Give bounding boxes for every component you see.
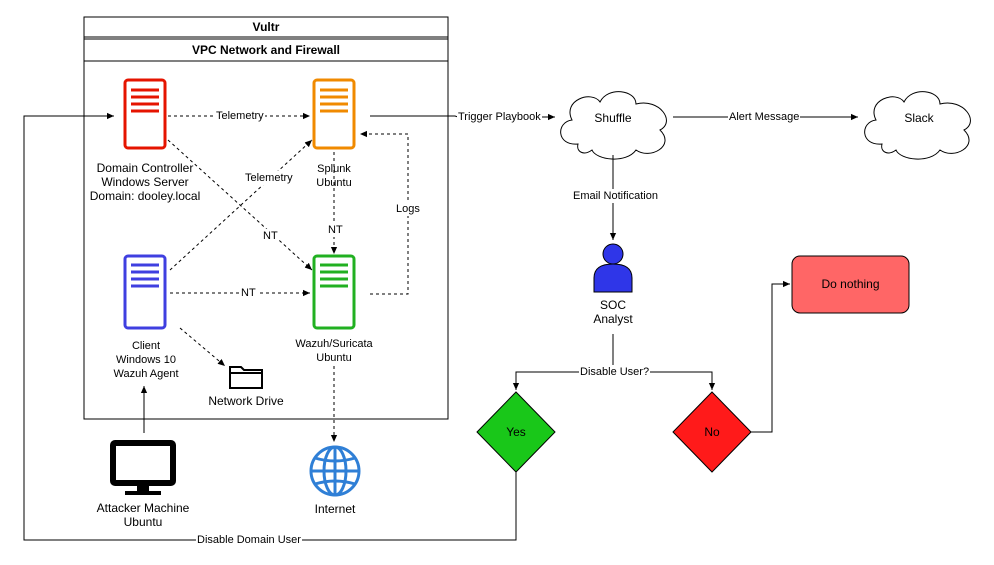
slack-label: Slack: [904, 111, 934, 125]
client-line-2: Windows 10: [116, 354, 176, 366]
wazuh-line-1: Wazuh/Suricata: [295, 338, 373, 350]
monitor-icon: [110, 440, 176, 495]
internet-label: Internet: [314, 502, 356, 516]
client-line-3: Wazuh Agent: [113, 368, 179, 380]
client-label: Client Windows 10 Wazuh Agent: [98, 339, 194, 381]
soc-analyst-label: SOC Analyst: [580, 298, 646, 326]
vpc-title: VPC Network and Firewall: [191, 43, 341, 57]
server-icon-domain-controller: [123, 78, 167, 150]
soc-line-1: SOC: [599, 298, 626, 312]
server-icon-client: [123, 254, 167, 330]
edge-label-telemetry-dc: Telemetry: [215, 109, 265, 123]
person-icon: [593, 243, 633, 293]
dc-line-1: Domain Controller: [96, 161, 194, 175]
wazuh-label: Wazuh/Suricata Ubuntu: [284, 337, 384, 365]
attacker-line-2: Ubuntu: [123, 515, 163, 529]
edge-label-disable-domain-user: Disable Domain User: [196, 533, 302, 547]
cloud-slack: [864, 91, 971, 160]
dc-line-2: Windows Server: [101, 175, 189, 189]
edge-label-telemetry-client: Telemetry: [244, 171, 294, 185]
splunk-label: Splunk Ubuntu: [294, 162, 374, 190]
edges: [23, 112, 858, 541]
vpc-container: [83, 38, 449, 62]
wazuh-line-2: Ubuntu: [316, 352, 352, 364]
edge-label-disable-user: Disable User?: [579, 365, 651, 379]
vultr-title: Vultr: [252, 20, 280, 34]
cloud-shuffle: [560, 91, 667, 160]
edge-label-nt-splunk: NT: [327, 223, 344, 237]
splunk-line-1: Splunk: [317, 163, 351, 175]
shuffle-label: Shuffle: [594, 111, 632, 125]
network-drive-label: Network Drive: [208, 394, 284, 408]
globe-icon: [309, 445, 361, 497]
dc-line-3: Domain: dooley.local: [89, 189, 201, 203]
yes-label: Yes: [506, 425, 526, 439]
splunk-line-2: Ubuntu: [316, 177, 352, 189]
edge-label-logs: Logs: [395, 202, 421, 216]
do-nothing-box: [791, 255, 910, 314]
edge-label-nt-client: NT: [240, 286, 257, 300]
domain-controller-label: Domain Controller Windows Server Domain:…: [72, 161, 218, 203]
server-icon-splunk: [312, 78, 356, 150]
server-icon-wazuh: [312, 254, 356, 330]
no-label: No: [704, 425, 720, 439]
client-line-1: Client: [131, 340, 161, 352]
edge-label-email-notification: Email Notification: [572, 189, 659, 203]
soc-line-2: Analyst: [593, 312, 633, 326]
attacker-label: Attacker Machine Ubuntu: [80, 501, 206, 529]
edge-label-trigger-playbook: Trigger Playbook: [457, 110, 542, 124]
do-nothing-label: Do nothing: [821, 277, 880, 291]
edge-label-nt-dc: NT: [262, 229, 279, 243]
decision-no: [672, 391, 752, 473]
folder-icon: [229, 366, 263, 389]
attacker-line-1: Attacker Machine: [96, 501, 190, 515]
edge-label-alert-message: Alert Message: [728, 110, 801, 124]
